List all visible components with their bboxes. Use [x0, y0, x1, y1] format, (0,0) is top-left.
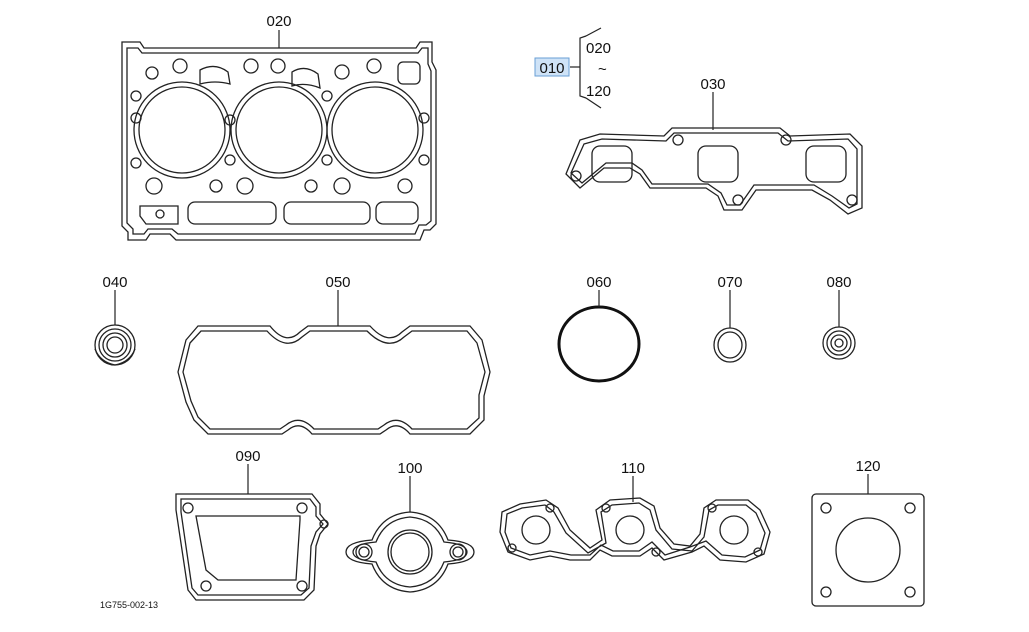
- part-090-flange-gasket[interactable]: [175, 493, 329, 601]
- part-050-cover-gasket[interactable]: [177, 325, 491, 435]
- part-110-intake-gasket[interactable]: [499, 497, 771, 563]
- range-to: 120: [586, 83, 611, 100]
- document-code: 1G755-002-13: [100, 600, 158, 610]
- part-100-oval-gasket[interactable]: [345, 511, 475, 593]
- part-120-square-gasket[interactable]: [811, 493, 925, 607]
- label-120: 120: [855, 458, 880, 475]
- label-090: 090: [235, 448, 260, 465]
- range-tilde: ~: [598, 61, 607, 78]
- label-030: 030: [700, 76, 725, 93]
- label-010[interactable]: 010: [539, 60, 564, 77]
- part-030-manifold-gasket[interactable]: [565, 127, 863, 215]
- label-050: 050: [325, 274, 350, 291]
- label-020: 020: [266, 13, 291, 30]
- part-080-seal[interactable]: [822, 326, 856, 360]
- range-bracket: [570, 27, 602, 109]
- part-010-highlight: [534, 57, 570, 77]
- label-100: 100: [397, 460, 422, 477]
- part-020-head-gasket[interactable]: [121, 41, 437, 241]
- label-080: 080: [826, 274, 851, 291]
- part-040-seal[interactable]: [94, 324, 136, 366]
- range-from: 020: [586, 40, 611, 57]
- label-040: 040: [102, 274, 127, 291]
- part-060-o-ring[interactable]: [557, 305, 641, 383]
- label-060: 060: [586, 274, 611, 291]
- label-070: 070: [717, 274, 742, 291]
- part-070-washer[interactable]: [713, 327, 747, 363]
- label-110: 110: [621, 460, 645, 477]
